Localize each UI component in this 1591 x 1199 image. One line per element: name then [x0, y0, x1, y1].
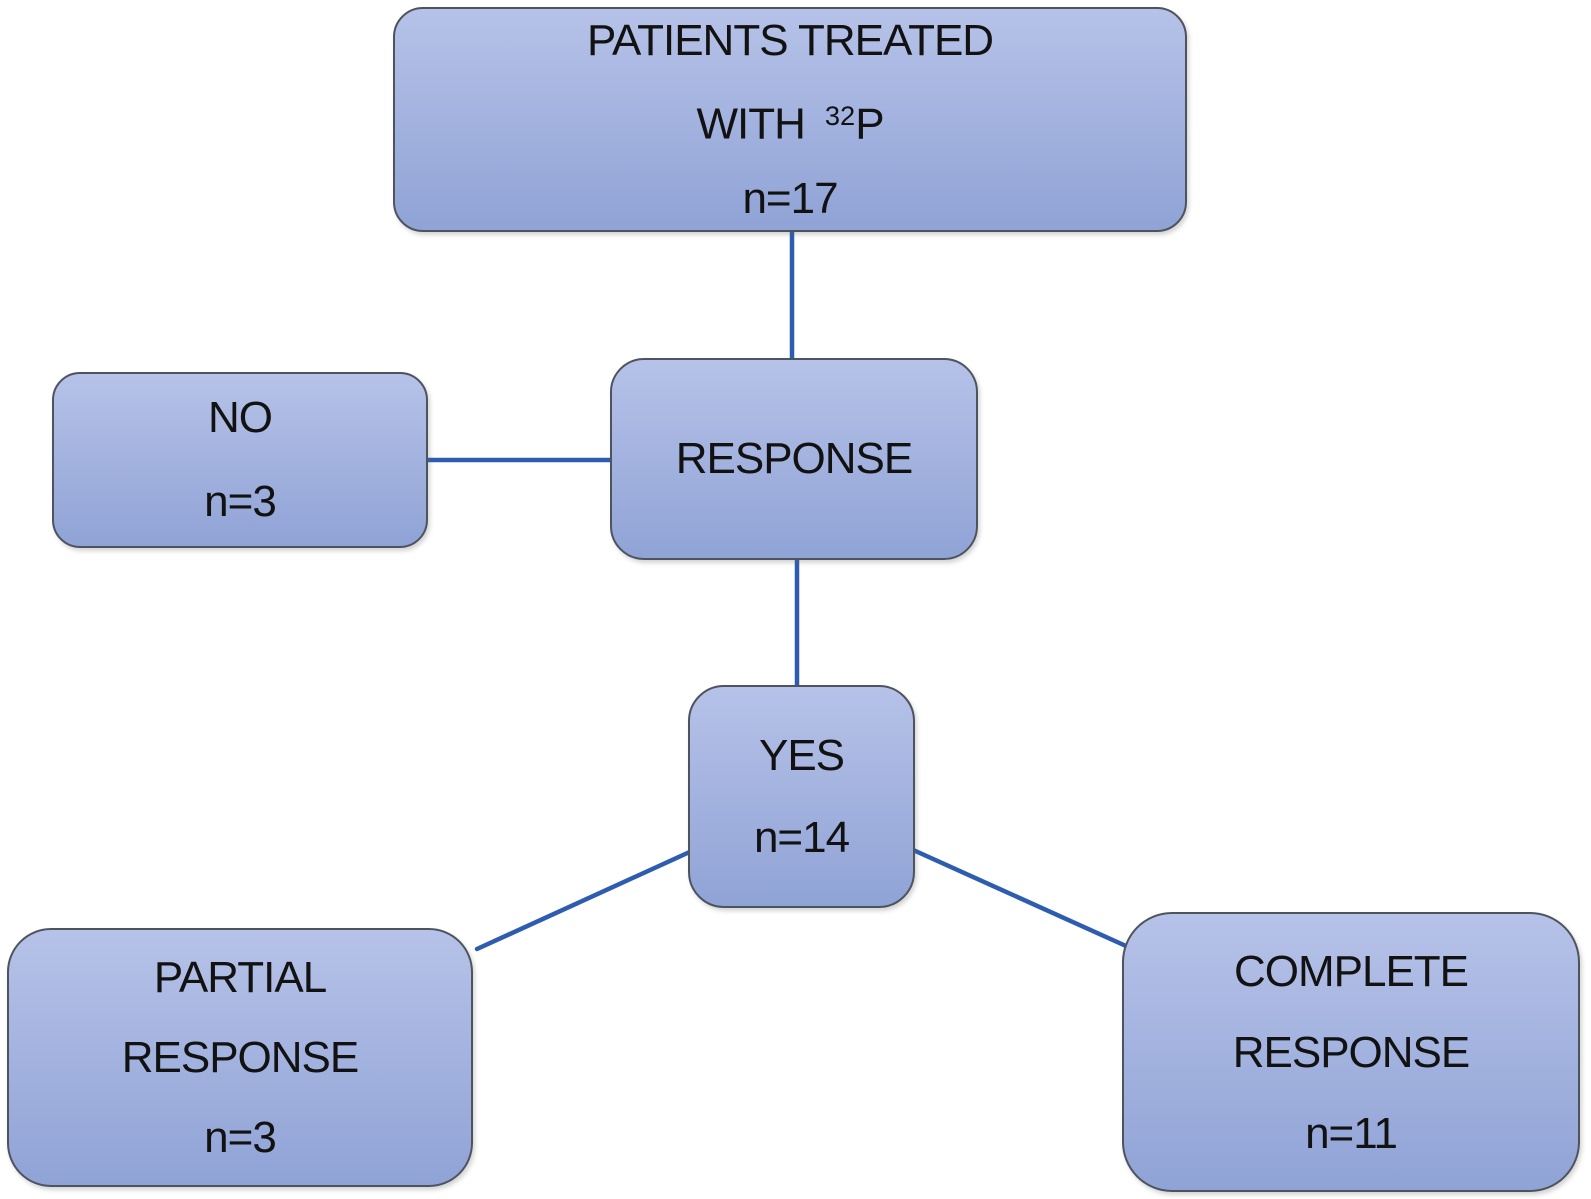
connector-yes-partial — [474, 847, 697, 952]
node-partial-response: PARTIAL RESPONSE n=3 — [7, 928, 473, 1187]
node-text-line: PARTIAL — [153, 952, 327, 1002]
node-text-line: RESPONSE — [1232, 1027, 1471, 1077]
node-no-response: NO n=3 — [52, 372, 428, 548]
node-text-line: RESPONSE — [675, 434, 914, 483]
node-count-label: n=17 — [742, 174, 838, 224]
node-count-label: n=3 — [204, 477, 277, 526]
isotope-superscript: 32 — [824, 99, 856, 131]
node-text-line: YES — [758, 730, 845, 780]
node-complete-response: COMPLETE RESPONSE n=11 — [1122, 912, 1580, 1192]
node-count-label: n=3 — [204, 1112, 277, 1162]
node-text-line: RESPONSE — [121, 1032, 360, 1082]
node-count-label: n=14 — [753, 812, 850, 862]
isotope-prefix: WITH — [696, 99, 805, 149]
node-response: RESPONSE — [610, 358, 978, 560]
node-patients-treated: PATIENTS TREATED WITH 32P n=17 — [393, 7, 1187, 232]
node-text-line: WITH 32P — [696, 78, 884, 162]
node-text-line: NO — [208, 393, 273, 442]
node-count-label: n=11 — [1305, 1108, 1398, 1158]
node-text-line: PATIENTS TREATED — [586, 15, 994, 65]
isotope-symbol: P — [855, 99, 884, 149]
node-yes-response: YES n=14 — [688, 685, 915, 908]
node-text-line: COMPLETE — [1233, 946, 1469, 996]
connector-yes-complete — [908, 846, 1129, 949]
